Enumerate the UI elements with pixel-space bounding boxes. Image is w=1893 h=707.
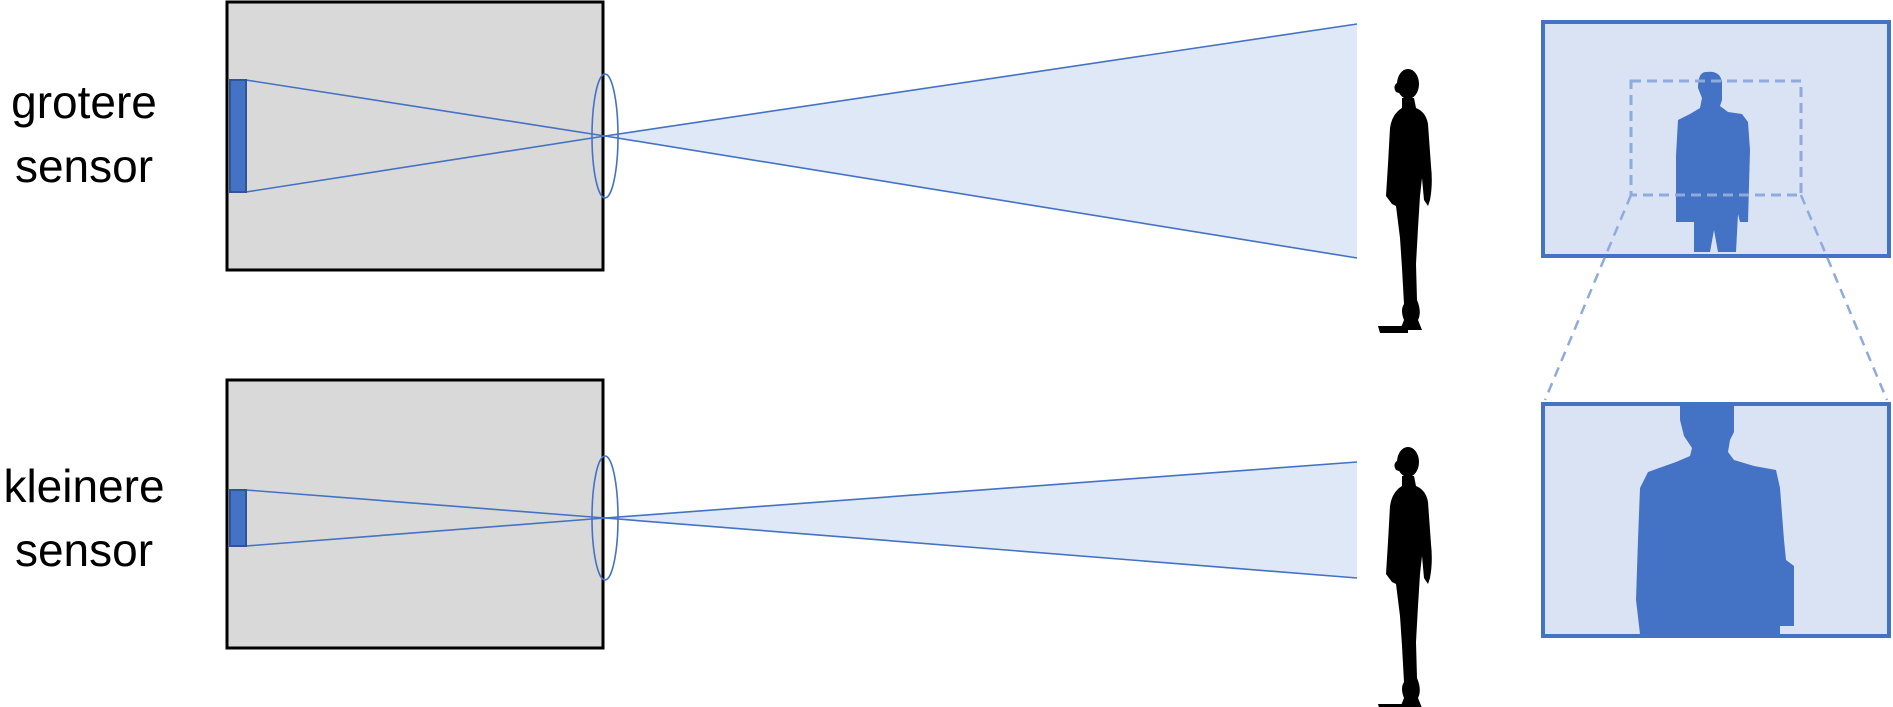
bottom-sensor (229, 489, 247, 547)
bottom-rays (245, 461, 1358, 579)
top-person-silhouette-icon (1378, 69, 1432, 333)
bottom-label-line2: sensor (15, 524, 153, 576)
bottom-person-silhouette-icon (1378, 447, 1432, 707)
bottom-label: kleinere sensor (3, 460, 164, 576)
top-label-line1: grotere (11, 76, 157, 128)
top-rays (245, 23, 1358, 259)
bottom-camera-body (225, 378, 605, 650)
top-camera-body (225, 0, 605, 272)
bottom-lens (591, 455, 619, 581)
bottom-preview-person (1636, 406, 1794, 634)
top-preview-person (1676, 71, 1750, 252)
top-preview-crop-box (1629, 79, 1803, 197)
top-label-line2: sensor (15, 140, 153, 192)
bottom-preview (1541, 402, 1891, 638)
top-label: grotere sensor (11, 76, 157, 192)
bottom-light-cone (605, 462, 1357, 578)
top-camera (225, 0, 1432, 333)
bottom-camera (225, 378, 1432, 707)
top-lens (591, 73, 619, 199)
bottom-label-line1: kleinere (3, 460, 164, 512)
top-sensor (229, 79, 247, 193)
top-light-cone (605, 24, 1357, 258)
zoom-connector (1543, 194, 1889, 401)
top-preview (1541, 20, 1891, 258)
